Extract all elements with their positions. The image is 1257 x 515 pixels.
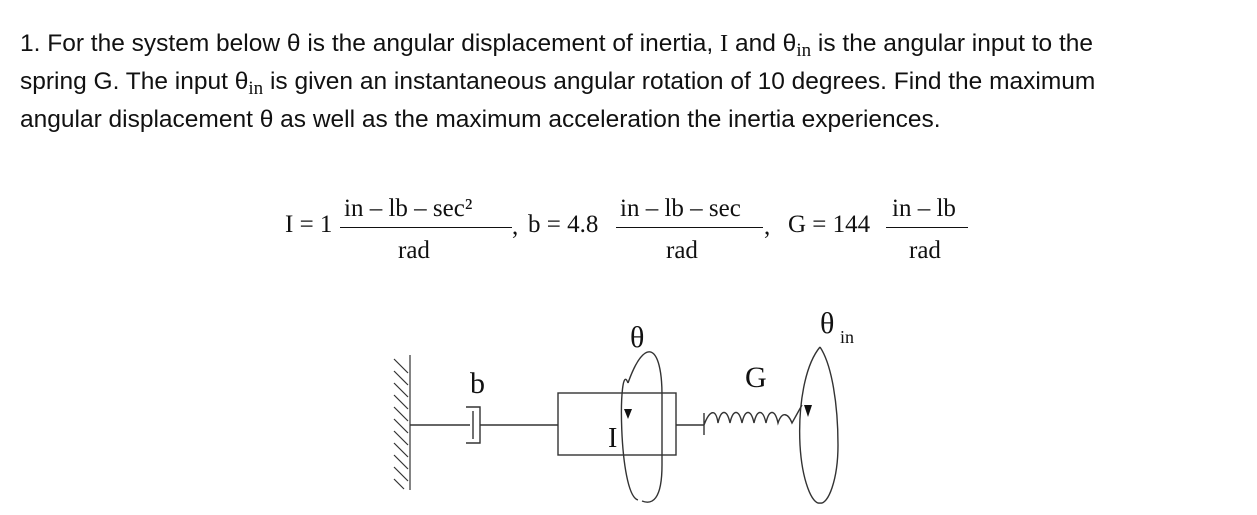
problem-line-1: 1. For the system below θ is the angular… (20, 25, 1240, 63)
problem-text-segment: is given an instantaneous angular rotati… (263, 68, 1096, 95)
inertia-symbol: I (720, 30, 729, 57)
problem-line-3: angular displacement θ as well as the ma… (20, 101, 1240, 139)
theta-in-label: θ (820, 307, 834, 340)
in-subscript: in (248, 78, 264, 99)
theta-in-arrowhead (804, 405, 812, 417)
problem-text-segment: is the angular displacement of inertia, (300, 30, 720, 57)
spring-label: G = 144 (788, 211, 871, 238)
theta-in-subscript: in (840, 327, 854, 347)
damping-label: b = 4.8 (528, 211, 599, 238)
problem-text-segment: angular displacement (20, 106, 260, 133)
spring-unit-denominator: rad (909, 237, 941, 264)
theta-in-rotation-arrow (798, 346, 839, 504)
torsional-spring (703, 404, 803, 435)
damper-label: b (470, 367, 485, 400)
inertia-label: I = 1 (285, 211, 333, 238)
spring-diagram-label: G (745, 361, 767, 394)
problem-text-segment: 1. For the system below (20, 30, 287, 57)
damping-unit-denominator: rad (666, 237, 698, 264)
inertia-separator: , (512, 213, 519, 240)
inertia-block (557, 392, 677, 456)
theta-symbol: θ (286, 30, 301, 57)
theta-rotation-arrow (620, 351, 663, 503)
theta-symbol: θ (234, 68, 249, 95)
problem-line-2: spring G. The input θin is given an inst… (20, 63, 1240, 101)
inertia-fraction-bar (340, 227, 512, 228)
problem-statement: 1. For the system below θ is the angular… (20, 25, 1240, 139)
problem-text-segment: spring G. The input (20, 68, 235, 95)
fixed-wall (393, 355, 411, 490)
theta-label: θ (630, 321, 644, 354)
theta-arrowhead (624, 409, 632, 419)
inertia-unit-numerator: in – lb – sec² (344, 195, 473, 222)
theta-symbol: θ (259, 106, 274, 133)
system-diagram: b I θ G θ in (393, 307, 854, 504)
spring-unit-numerator: in – lb (892, 195, 956, 222)
problem-text-segment: is the angular input to the (811, 30, 1094, 57)
problem-text-segment: and (728, 30, 783, 57)
inertia-block-label: I (608, 423, 617, 454)
damping-unit-numerator: in – lb – sec (620, 195, 741, 222)
in-subscript: in (796, 40, 812, 61)
inertia-unit-denominator: rad (398, 237, 430, 264)
problem-text-segment: as well as the maximum acceleration the … (273, 106, 941, 133)
damping-fraction-bar (616, 227, 763, 228)
theta-symbol: θ (782, 30, 797, 57)
damping-separator: , (764, 213, 771, 240)
spring-fraction-bar (886, 227, 968, 228)
damper (466, 406, 558, 444)
